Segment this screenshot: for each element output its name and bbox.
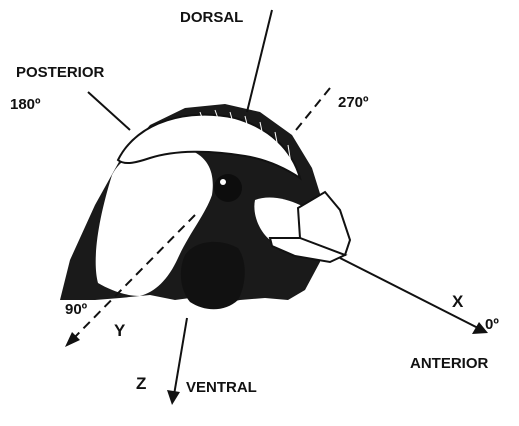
axis-270-dashed <box>296 88 330 130</box>
eye-highlight <box>220 179 226 185</box>
angle-90-label: 90º <box>65 302 87 317</box>
anterior-label: ANTERIOR <box>410 356 488 371</box>
z-axis-label: Z <box>136 375 146 392</box>
angle-180-label: 180º <box>10 97 41 112</box>
dorsal-line <box>247 10 272 112</box>
angle-270-label: 270º <box>338 95 369 110</box>
ventral-label: VENTRAL <box>186 380 257 395</box>
z-arrowhead <box>167 390 180 405</box>
posterior-line <box>88 92 130 130</box>
angle-0-label: 0º <box>485 317 499 332</box>
bird-head-illustration <box>60 104 350 309</box>
posterior-label: POSTERIOR <box>16 65 104 80</box>
x-axis-label: X <box>452 293 463 310</box>
throat-patch <box>181 242 245 309</box>
dorsal-label: DORSAL <box>180 10 243 25</box>
eye <box>214 174 242 202</box>
y-axis-label: Y <box>114 322 125 339</box>
